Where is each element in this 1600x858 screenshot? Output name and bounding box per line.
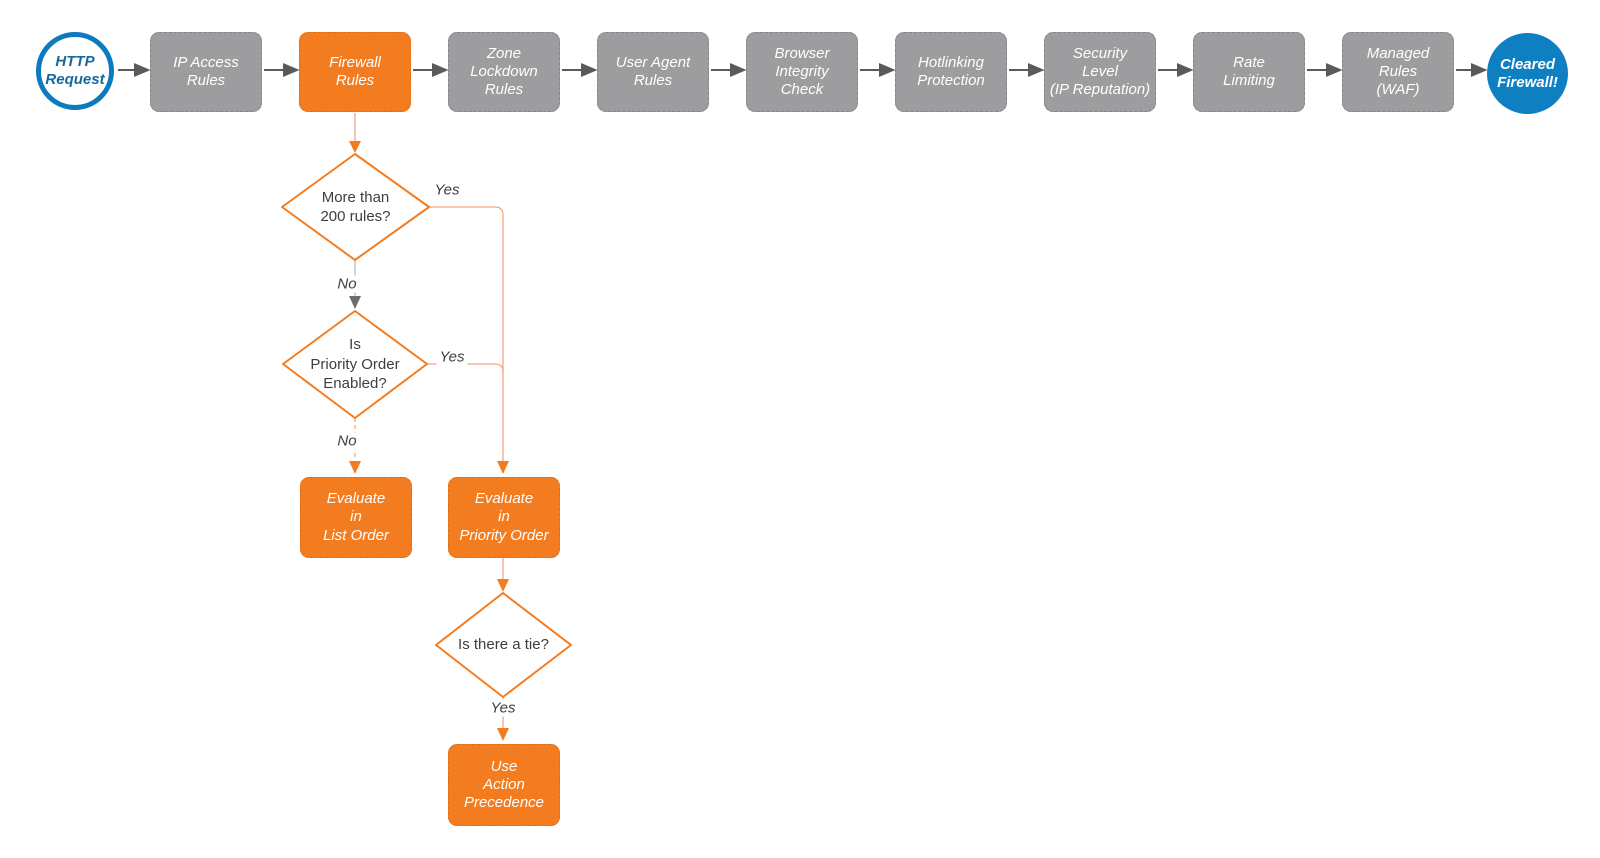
action-label: Evaluate in Priority Order <box>459 490 549 544</box>
stage-firewall-rules: Firewall Rules <box>299 32 411 112</box>
stage-label: IP Access Rules <box>173 53 239 89</box>
end-node-label: Cleared Firewall! <box>1497 55 1558 91</box>
stage-managed-rules-waf: Managed Rules (WAF) <box>1342 32 1454 112</box>
stage-label: Rate Limiting <box>1223 53 1275 89</box>
stage-label: Firewall Rules <box>329 53 381 89</box>
arrow-firewall-to-rules-count <box>349 113 361 153</box>
pipeline-arrows <box>118 62 1488 78</box>
decision-rules-count-label: More than 200 rules? <box>320 188 391 226</box>
action-evaluate-list-order: Evaluate in List Order <box>300 477 412 558</box>
stage-label: Managed Rules (WAF) <box>1366 44 1430 99</box>
arrow-rules-count-yes <box>429 206 509 474</box>
arrow-priority-order-to-tie <box>497 558 509 592</box>
decision-tie-label: Is there a tie? <box>458 636 549 654</box>
start-node-label: HTTP Request <box>45 53 105 88</box>
action-use-action-precedence: Use Action Precedence <box>448 744 560 826</box>
arrow-priority-enabled-yes <box>427 363 504 373</box>
edge-label-priority-enabled-yes: Yes <box>436 348 468 366</box>
action-label: Use Action Precedence <box>463 757 545 812</box>
edge-label-tie-yes: Yes <box>487 699 519 717</box>
end-node-cleared-firewall: Cleared Firewall! <box>1487 33 1568 114</box>
stage-label: User Agent Rules <box>615 53 691 89</box>
decision-priority-enabled-label: Is Priority Order Enabled? <box>310 336 400 393</box>
stage-label: Hotlinking Protection <box>917 53 985 89</box>
decision-tie-shape <box>435 592 572 698</box>
stage-security-level: Security Level (IP Reputation) <box>1044 32 1156 112</box>
decision-priority-enabled-shape <box>282 310 428 419</box>
stage-browser-integrity-check: Browser Integrity Check <box>746 32 858 112</box>
stage-zone-lockdown-rules: Zone Lockdown Rules <box>448 32 560 112</box>
stage-label: Browser Integrity Check <box>774 44 830 99</box>
edge-label-priority-enabled-no: No <box>334 432 360 450</box>
stage-ip-access-rules: IP Access Rules <box>150 32 262 112</box>
stage-label: Security Level (IP Reputation) <box>1049 44 1151 99</box>
start-node-http-request: HTTP Request <box>36 32 114 110</box>
decision-rules-count-shape <box>281 153 430 261</box>
stage-hotlinking-protection: Hotlinking Protection <box>895 32 1007 112</box>
stage-rate-limiting: Rate Limiting <box>1193 32 1305 112</box>
edge-label-rules-count-no: No <box>334 275 360 293</box>
action-evaluate-priority-order: Evaluate in Priority Order <box>448 477 560 558</box>
stage-user-agent-rules: User Agent Rules <box>597 32 709 112</box>
edge-label-rules-count-yes: Yes <box>431 181 463 199</box>
stage-label: Zone Lockdown Rules <box>470 44 538 99</box>
action-label: Evaluate in List Order <box>323 490 389 544</box>
